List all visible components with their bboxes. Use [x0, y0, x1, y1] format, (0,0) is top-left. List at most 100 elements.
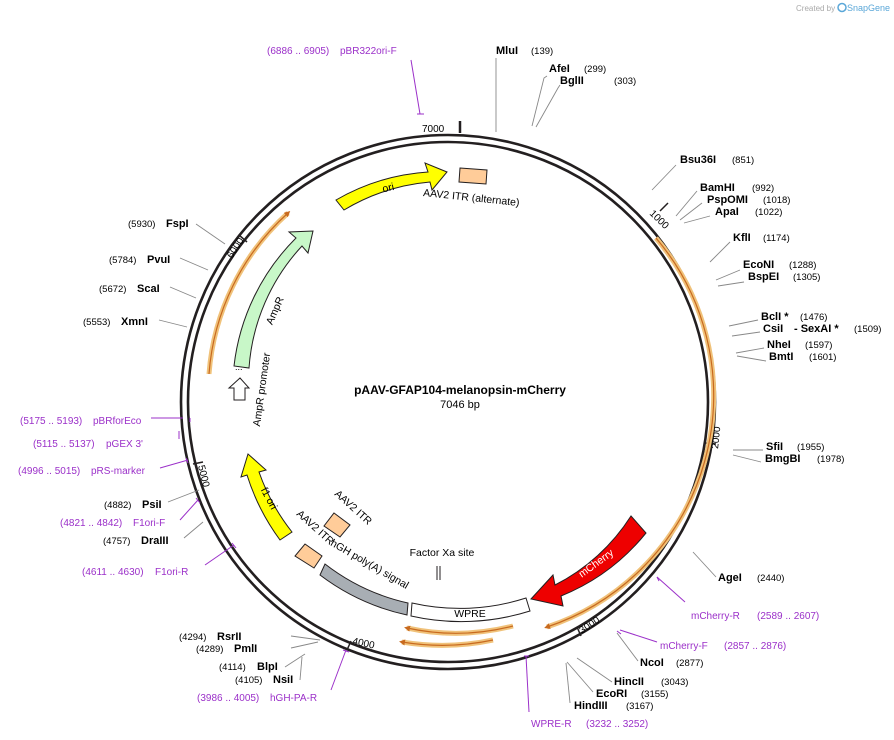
enzyme-fspi[interactable]: (5930) FspI [128, 218, 189, 230]
enzyme-csii-sexai[interactable]: CsiI - SexAI * (1509) [763, 323, 881, 335]
svg-text:(1018): (1018) [763, 195, 790, 206]
enzyme-hindiii[interactable]: HindIII (3167) [574, 700, 653, 712]
feature-aav2-itr-alternate[interactable] [458, 167, 488, 185]
svg-text:FspI: FspI [166, 218, 189, 230]
feature-f1-ori[interactable] [240, 453, 293, 541]
svg-text:(1288): (1288) [789, 260, 816, 271]
svg-text:(1601): (1601) [809, 352, 836, 363]
primer-pgex-3[interactable]: (5115 .. 5137) pGEX 3' [33, 439, 143, 450]
svg-text:pRS-marker: pRS-marker [91, 466, 146, 477]
enzyme-bmgbi[interactable]: BmgBI (1978) [765, 453, 844, 465]
svg-text:WPRE-R: WPRE-R [531, 719, 572, 730]
enzyme-nhei[interactable]: NheI (1597) [767, 339, 832, 351]
primer-mcherry-f[interactable]: mCherry-F (2857 .. 2876) [660, 641, 786, 652]
svg-text:SfiI: SfiI [766, 441, 783, 453]
enzyme-agei[interactable]: AgeI (2440) [718, 572, 784, 584]
svg-text:XmnI: XmnI [121, 316, 148, 328]
svg-text:BmgBI: BmgBI [765, 453, 800, 465]
enzyme-kfli[interactable]: KflI (1174) [733, 232, 790, 244]
primer-pbrforeco[interactable]: (5175 .. 5193) pBRforEco [20, 416, 142, 427]
svg-text:(1955): (1955) [797, 442, 824, 453]
primer-prs-marker[interactable]: (4996 .. 5015) pRS-marker [18, 466, 146, 477]
enzyme-blpi[interactable]: (4114) BlpI [219, 661, 278, 673]
primer-f1ori-r[interactable]: (4611 .. 4630) F1ori-R [82, 567, 188, 578]
svg-text:(3232 .. 3252): (3232 .. 3252) [586, 719, 648, 730]
enzyme-bcli[interactable]: BclI * (1476) [761, 311, 827, 323]
feature-label-ori: ori [381, 181, 395, 195]
svg-text:(3986 .. 4005): (3986 .. 4005) [197, 693, 259, 704]
svg-text:hGH-PA-R: hGH-PA-R [270, 693, 317, 704]
primer-markers [151, 59, 686, 713]
enzyme-bglii[interactable]: BglII (303) [560, 75, 636, 87]
enzyme-draiii[interactable]: (4757) DraIII [103, 535, 169, 547]
enzyme-psii[interactable]: (4882) PsiI [104, 499, 162, 511]
primer-f1ori-f[interactable]: (4821 .. 4842) F1ori-F [60, 518, 165, 529]
enzyme-econi[interactable]: EcoNI (1288) [743, 259, 816, 271]
svg-text:(4294): (4294) [179, 632, 206, 643]
feature-label-wpre: WPRE [454, 608, 486, 620]
svg-text:NcoI: NcoI [640, 657, 664, 669]
enzyme-apai[interactable]: ApaI (1022) [715, 206, 782, 218]
feature-aav2-itr-left[interactable] [294, 543, 323, 569]
svg-text:(1022): (1022) [755, 207, 782, 218]
primer-mcherry-r[interactable]: mCherry-R (2589 .. 2607) [691, 611, 819, 622]
enzyme-mlui[interactable]: MluI (139) [496, 45, 553, 57]
enzyme-pmli[interactable]: (4289) PmlI [196, 643, 257, 655]
enzyme-ecori[interactable]: EcoRI (3155) [596, 688, 668, 700]
svg-text:(299): (299) [584, 64, 606, 75]
svg-text:(4289): (4289) [196, 644, 223, 655]
feature-label-aav2-itr-alternate: AAV2 ITR (alternate) [423, 187, 520, 209]
feature-ampr-dots: ... [235, 362, 243, 372]
feature-wpre[interactable] [410, 597, 531, 623]
feature-aav2-itr-right[interactable] [323, 512, 351, 538]
svg-text:(1174): (1174) [763, 233, 790, 244]
primer-wpre-r[interactable]: WPRE-R (3232 .. 3252) [531, 719, 648, 730]
svg-text:PspOMI: PspOMI [707, 194, 748, 206]
svg-text:(1305): (1305) [793, 272, 820, 283]
svg-text:(3043): (3043) [661, 677, 688, 688]
svg-text:(4821 .. 4842): (4821 .. 4842) [60, 518, 122, 529]
enzyme-bsu36i[interactable]: Bsu36I (851) [680, 154, 754, 166]
feature-factor-xa-site [436, 566, 441, 580]
svg-text:AfeI: AfeI [549, 63, 570, 75]
tick-label-5000: 5000 [195, 464, 211, 489]
svg-text:(5175 .. 5193): (5175 .. 5193) [20, 416, 82, 427]
feature-ampr[interactable] [233, 230, 314, 369]
enzyme-xmni[interactable]: (5553) XmnI [83, 316, 148, 328]
enzyme-nsii[interactable]: (4105) NsiI [235, 674, 293, 686]
enzyme-pspomi[interactable]: PspOMI (1018) [707, 194, 790, 206]
svg-text:F1ori-F: F1ori-F [133, 518, 165, 529]
tick-label-4000: 4000 [351, 636, 375, 651]
svg-text:PsiI: PsiI [142, 499, 162, 511]
feature-hgh-polya[interactable] [319, 563, 409, 616]
feature-ori[interactable] [335, 162, 448, 211]
enzyme-pvui[interactable]: (5784) PvuI [109, 254, 170, 266]
svg-text:ScaI: ScaI [137, 283, 160, 295]
enzyme-afei[interactable]: AfeI (299) [549, 63, 606, 75]
feature-ampr-promoter[interactable] [227, 377, 251, 401]
svg-text:BclI *: BclI * [761, 311, 789, 323]
svg-text:(2857 .. 2876): (2857 .. 2876) [724, 641, 786, 652]
primer-hgh-pa-r[interactable]: (3986 .. 4005) hGH-PA-R [197, 693, 317, 704]
svg-text:(5115 .. 5137): (5115 .. 5137) [33, 439, 95, 450]
enzyme-ncoi[interactable]: NcoI (2877) [640, 657, 703, 669]
enzyme-rsrii[interactable]: (4294) RsrII [179, 631, 241, 643]
enzyme-bamhi[interactable]: BamHI (992) [700, 182, 774, 194]
enzyme-hincii[interactable]: HincII (3043) [614, 676, 688, 688]
enzyme-scai[interactable]: (5672) ScaI [99, 283, 160, 295]
feature-label-ampr: AmpR [264, 295, 287, 327]
enzyme-bspei[interactable]: BspEI (1305) [748, 271, 820, 283]
svg-text:CsiI: CsiI [763, 323, 783, 335]
feature-mcherry[interactable] [530, 515, 647, 607]
svg-text:pBRforEco: pBRforEco [93, 416, 142, 427]
svg-text:DraIII: DraIII [141, 535, 169, 547]
svg-text:(992): (992) [752, 183, 774, 194]
enzyme-sfii[interactable]: SfiI (1955) [766, 441, 824, 453]
svg-text:(5553): (5553) [83, 317, 110, 328]
primer-pbr322ori-f[interactable]: (6886 .. 6905) pBR322ori-F [267, 46, 397, 57]
svg-text:(851): (851) [732, 155, 754, 166]
svg-text:mCherry-R: mCherry-R [691, 611, 740, 622]
enzyme-bmti[interactable]: BmtI (1601) [769, 351, 836, 363]
svg-text:(6886 .. 6905): (6886 .. 6905) [267, 46, 329, 57]
